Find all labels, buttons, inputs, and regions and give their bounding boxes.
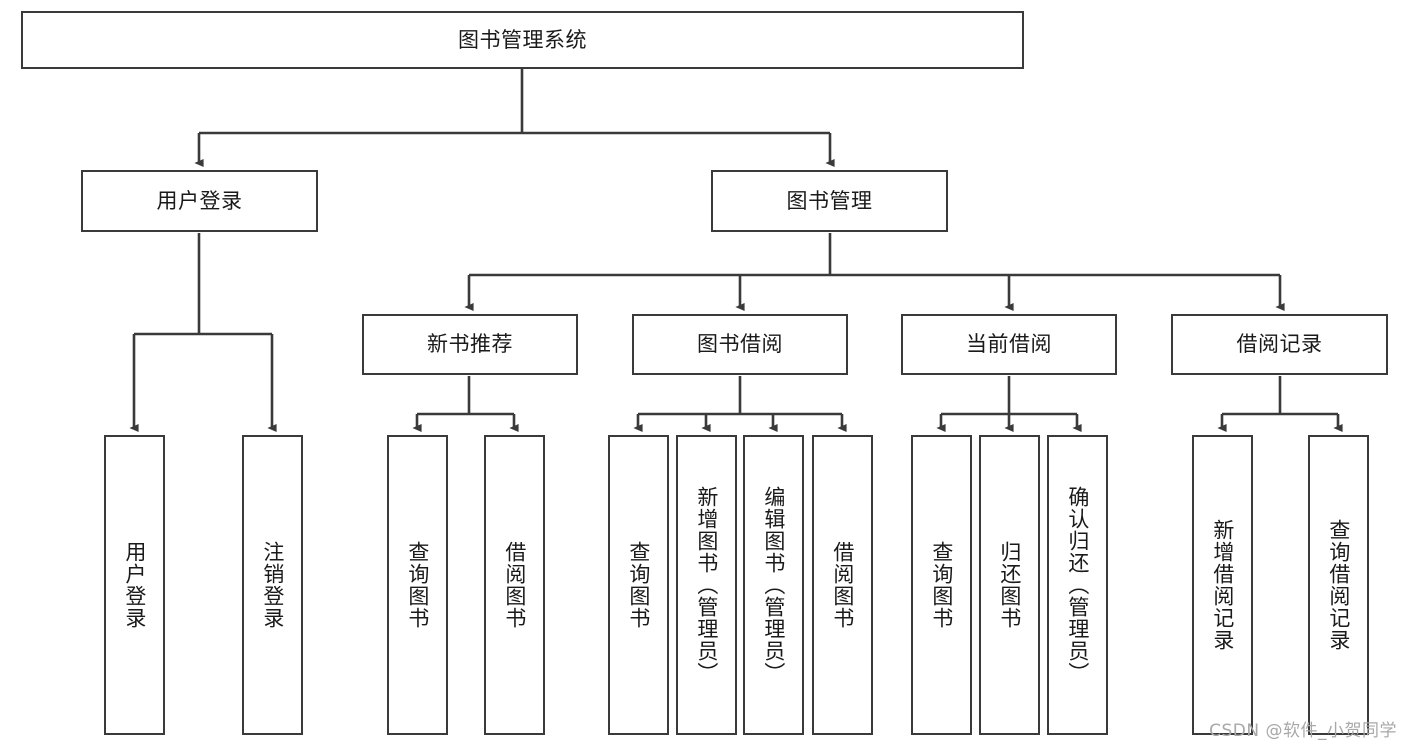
node-label: 当前借阅 <box>966 332 1052 357</box>
node-label: 新书推荐 <box>427 332 513 357</box>
leaf-current-borrow-confirm-return[interactable]: 确认归还（管理员） <box>1047 435 1108 735</box>
node-book-borrow[interactable]: 图书借阅 <box>632 314 848 375</box>
leaf-borrow-record-add[interactable]: 新增借阅记录 <box>1192 435 1253 735</box>
node-label: 查询图书 <box>626 541 651 629</box>
leaf-user-login-login[interactable]: 用户登录 <box>104 435 165 735</box>
leaf-book-borrow-query[interactable]: 查询图书 <box>608 435 669 735</box>
csdn-watermark: CSDN @软件_小贺同学 <box>1209 721 1397 741</box>
node-label: 用户登录 <box>122 541 147 629</box>
node-label: 编辑图书（管理员） <box>761 486 786 684</box>
node-label: 查询图书 <box>405 541 430 629</box>
node-label: 确认归还（管理员） <box>1065 486 1090 684</box>
node-book-management[interactable]: 图书管理 <box>711 170 948 232</box>
node-label: 借阅图书 <box>502 541 527 629</box>
leaf-current-borrow-return[interactable]: 归还图书 <box>979 435 1040 735</box>
leaf-book-borrow-add[interactable]: 新增图书（管理员） <box>676 435 737 735</box>
node-label: 注销登录 <box>260 541 285 629</box>
leaf-book-borrow-edit[interactable]: 编辑图书（管理员） <box>743 435 804 735</box>
leaf-borrow-record-query[interactable]: 查询借阅记录 <box>1308 435 1369 735</box>
node-label: 查询借阅记录 <box>1326 519 1351 651</box>
leaf-new-book-borrow[interactable]: 借阅图书 <box>484 435 545 735</box>
node-label: 图书管理系统 <box>458 27 587 52</box>
leaf-new-book-query[interactable]: 查询图书 <box>387 435 448 735</box>
node-user-login[interactable]: 用户登录 <box>81 170 318 232</box>
node-label: 用户登录 <box>156 188 243 213</box>
leaf-current-borrow-query[interactable]: 查询图书 <box>911 435 972 735</box>
node-label: 图书借阅 <box>697 332 783 357</box>
node-label: 借阅图书 <box>830 541 855 629</box>
node-label: 查询图书 <box>929 541 954 629</box>
leaf-user-login-logout[interactable]: 注销登录 <box>242 435 303 735</box>
node-label: 归还图书 <box>997 541 1022 629</box>
node-current-borrow[interactable]: 当前借阅 <box>901 314 1117 375</box>
leaf-book-borrow-borrow[interactable]: 借阅图书 <box>812 435 873 735</box>
node-label: 借阅记录 <box>1236 332 1323 357</box>
node-label: 新增图书（管理员） <box>694 486 719 684</box>
node-root-system[interactable]: 图书管理系统 <box>21 11 1024 69</box>
node-label: 新增借阅记录 <box>1210 519 1235 651</box>
node-label: 图书管理 <box>786 188 873 213</box>
node-new-book-recommend[interactable]: 新书推荐 <box>362 314 578 375</box>
node-borrow-record[interactable]: 借阅记录 <box>1171 314 1388 375</box>
